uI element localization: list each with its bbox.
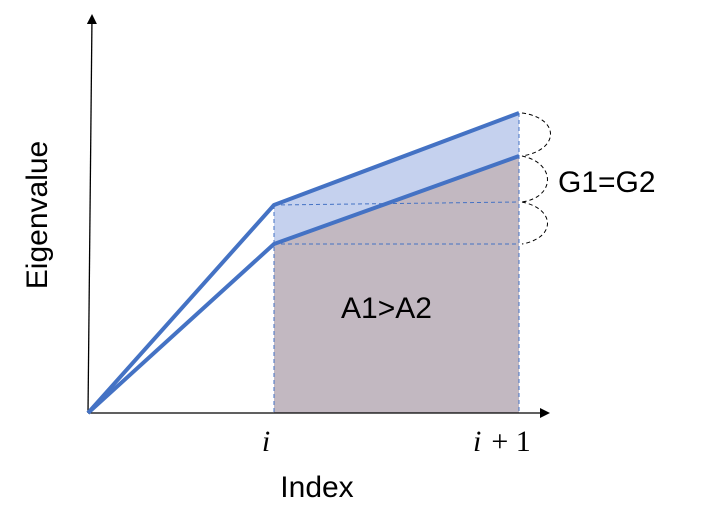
y-axis: [86, 14, 97, 414]
area-region: [274, 156, 519, 413]
tick-label-i-plus-1: i + 1: [473, 425, 531, 458]
tick-label-i-plus-1-op: + 1: [491, 425, 530, 458]
gap-brackets: [521, 112, 551, 245]
x-axis-label: Index: [280, 471, 353, 504]
gap-bracket-right-lower: [521, 155, 548, 203]
guide-horizontal-upper: [273, 201, 520, 206]
gap-bracket-right: [521, 112, 551, 157]
gap-comparison-label: G1=G2: [558, 166, 656, 199]
gap-band-region: [274, 113, 519, 244]
area-comparison-label: A1>A2: [341, 292, 432, 325]
tick-label-i-plus-1-var: i: [473, 425, 481, 458]
upper-eigenvalue-curve: [86, 111, 520, 415]
lower-eigenvalue-curve: [86, 154, 520, 415]
y-axis-label: Eigenvalue: [21, 141, 54, 289]
gap-bracket-mid: [521, 201, 548, 245]
tick-label-i: i: [262, 425, 270, 458]
dashed-guides: [273, 113, 520, 413]
